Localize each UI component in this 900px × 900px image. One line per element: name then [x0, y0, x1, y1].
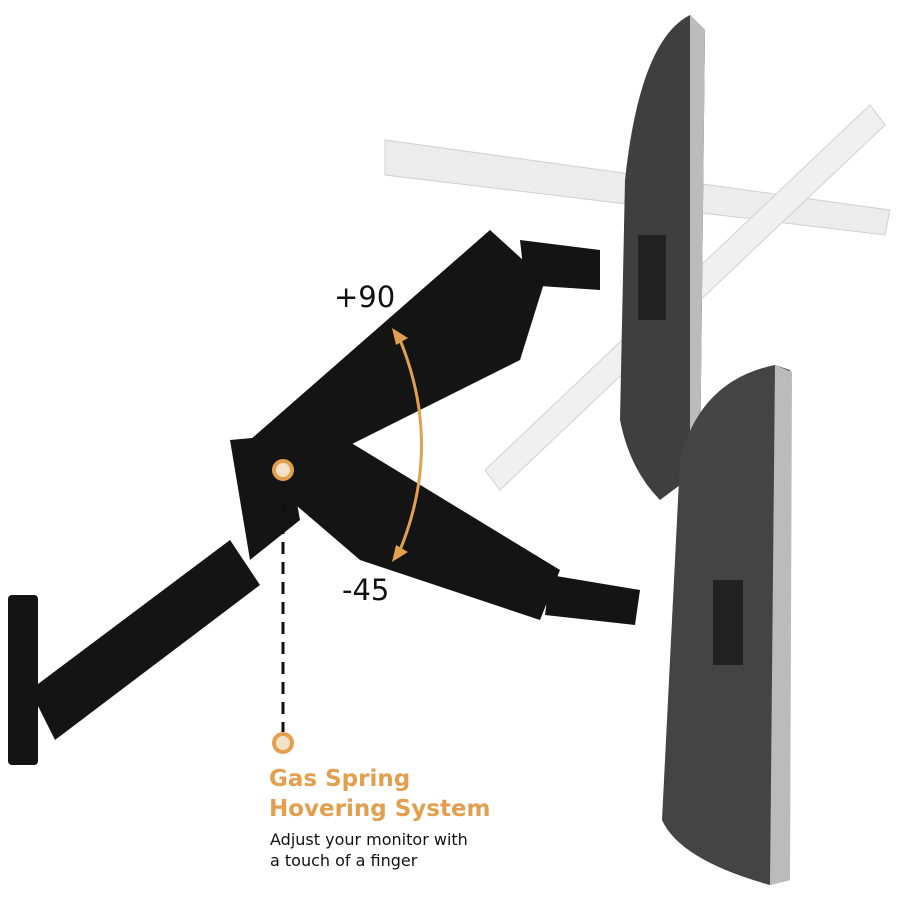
feature-desc-line2: a touch of a finger — [270, 851, 418, 870]
monitor-upper — [620, 15, 705, 500]
feature-desc-line1: Adjust your monitor with — [270, 830, 468, 849]
pivot-marker — [272, 459, 294, 481]
rotation-arrow — [396, 334, 423, 556]
feature-marker — [272, 732, 294, 754]
angle-down-label: -45 — [342, 573, 390, 607]
mount-arm — [8, 230, 640, 765]
feature-title-line1: Gas Spring — [269, 766, 411, 792]
feature-title-line2: Hovering System — [269, 796, 491, 822]
monitor-lower — [662, 365, 792, 885]
angle-up-label: +90 — [334, 280, 396, 314]
